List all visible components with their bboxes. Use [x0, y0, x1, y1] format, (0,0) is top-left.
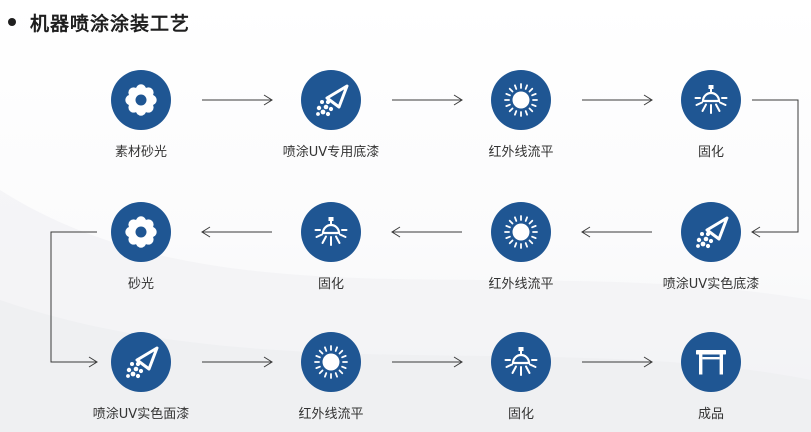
step-infrared-leveling: 红外线流平	[446, 70, 596, 160]
spray-icon	[111, 332, 171, 392]
spray-icon	[301, 70, 361, 130]
page-title: 机器喷涂涂装工艺	[8, 10, 191, 35]
step-label: 喷涂UV专用底漆	[282, 145, 380, 160]
lamp-icon	[301, 202, 361, 262]
sun-icon	[491, 202, 551, 262]
step-label: 红外线流平	[488, 277, 554, 292]
step-spray-uv-color-topcoat: 喷涂UV实色面漆	[66, 332, 216, 422]
table-icon	[681, 332, 741, 392]
gear-icon	[111, 70, 171, 130]
step-label: 固化	[507, 407, 534, 422]
gear-icon	[111, 202, 171, 262]
step-curing: 固化	[446, 332, 596, 422]
title-bullet	[8, 18, 16, 26]
step-label: 固化	[697, 145, 724, 160]
step-sanding: 砂光	[66, 202, 216, 292]
step-curing: 固化	[256, 202, 406, 292]
step-sanding-material: 素材砂光	[66, 70, 216, 160]
step-label: 喷涂UV实色底漆	[662, 277, 760, 292]
step-curing: 固化	[636, 70, 786, 160]
step-label: 固化	[317, 277, 344, 292]
title-text: 机器喷涂涂装工艺	[30, 12, 191, 35]
sun-icon	[491, 70, 551, 130]
step-label: 喷涂UV实色面漆	[92, 407, 190, 422]
lamp-icon	[681, 70, 741, 130]
step-label: 成品	[697, 407, 724, 422]
step-label: 红外线流平	[298, 407, 364, 422]
step-infrared-leveling: 红外线流平	[446, 202, 596, 292]
step-spray-uv-color-primer: 喷涂UV实色底漆	[636, 202, 786, 292]
step-finished-product: 成品	[636, 332, 786, 422]
step-label: 素材砂光	[114, 145, 167, 160]
step-label: 红外线流平	[488, 145, 554, 160]
sun-icon	[301, 332, 361, 392]
spray-icon	[681, 202, 741, 262]
step-spray-uv-primer: 喷涂UV专用底漆	[256, 70, 406, 160]
step-infrared-leveling: 红外线流平	[256, 332, 406, 422]
lamp-icon	[491, 332, 551, 392]
step-label: 砂光	[127, 277, 154, 292]
